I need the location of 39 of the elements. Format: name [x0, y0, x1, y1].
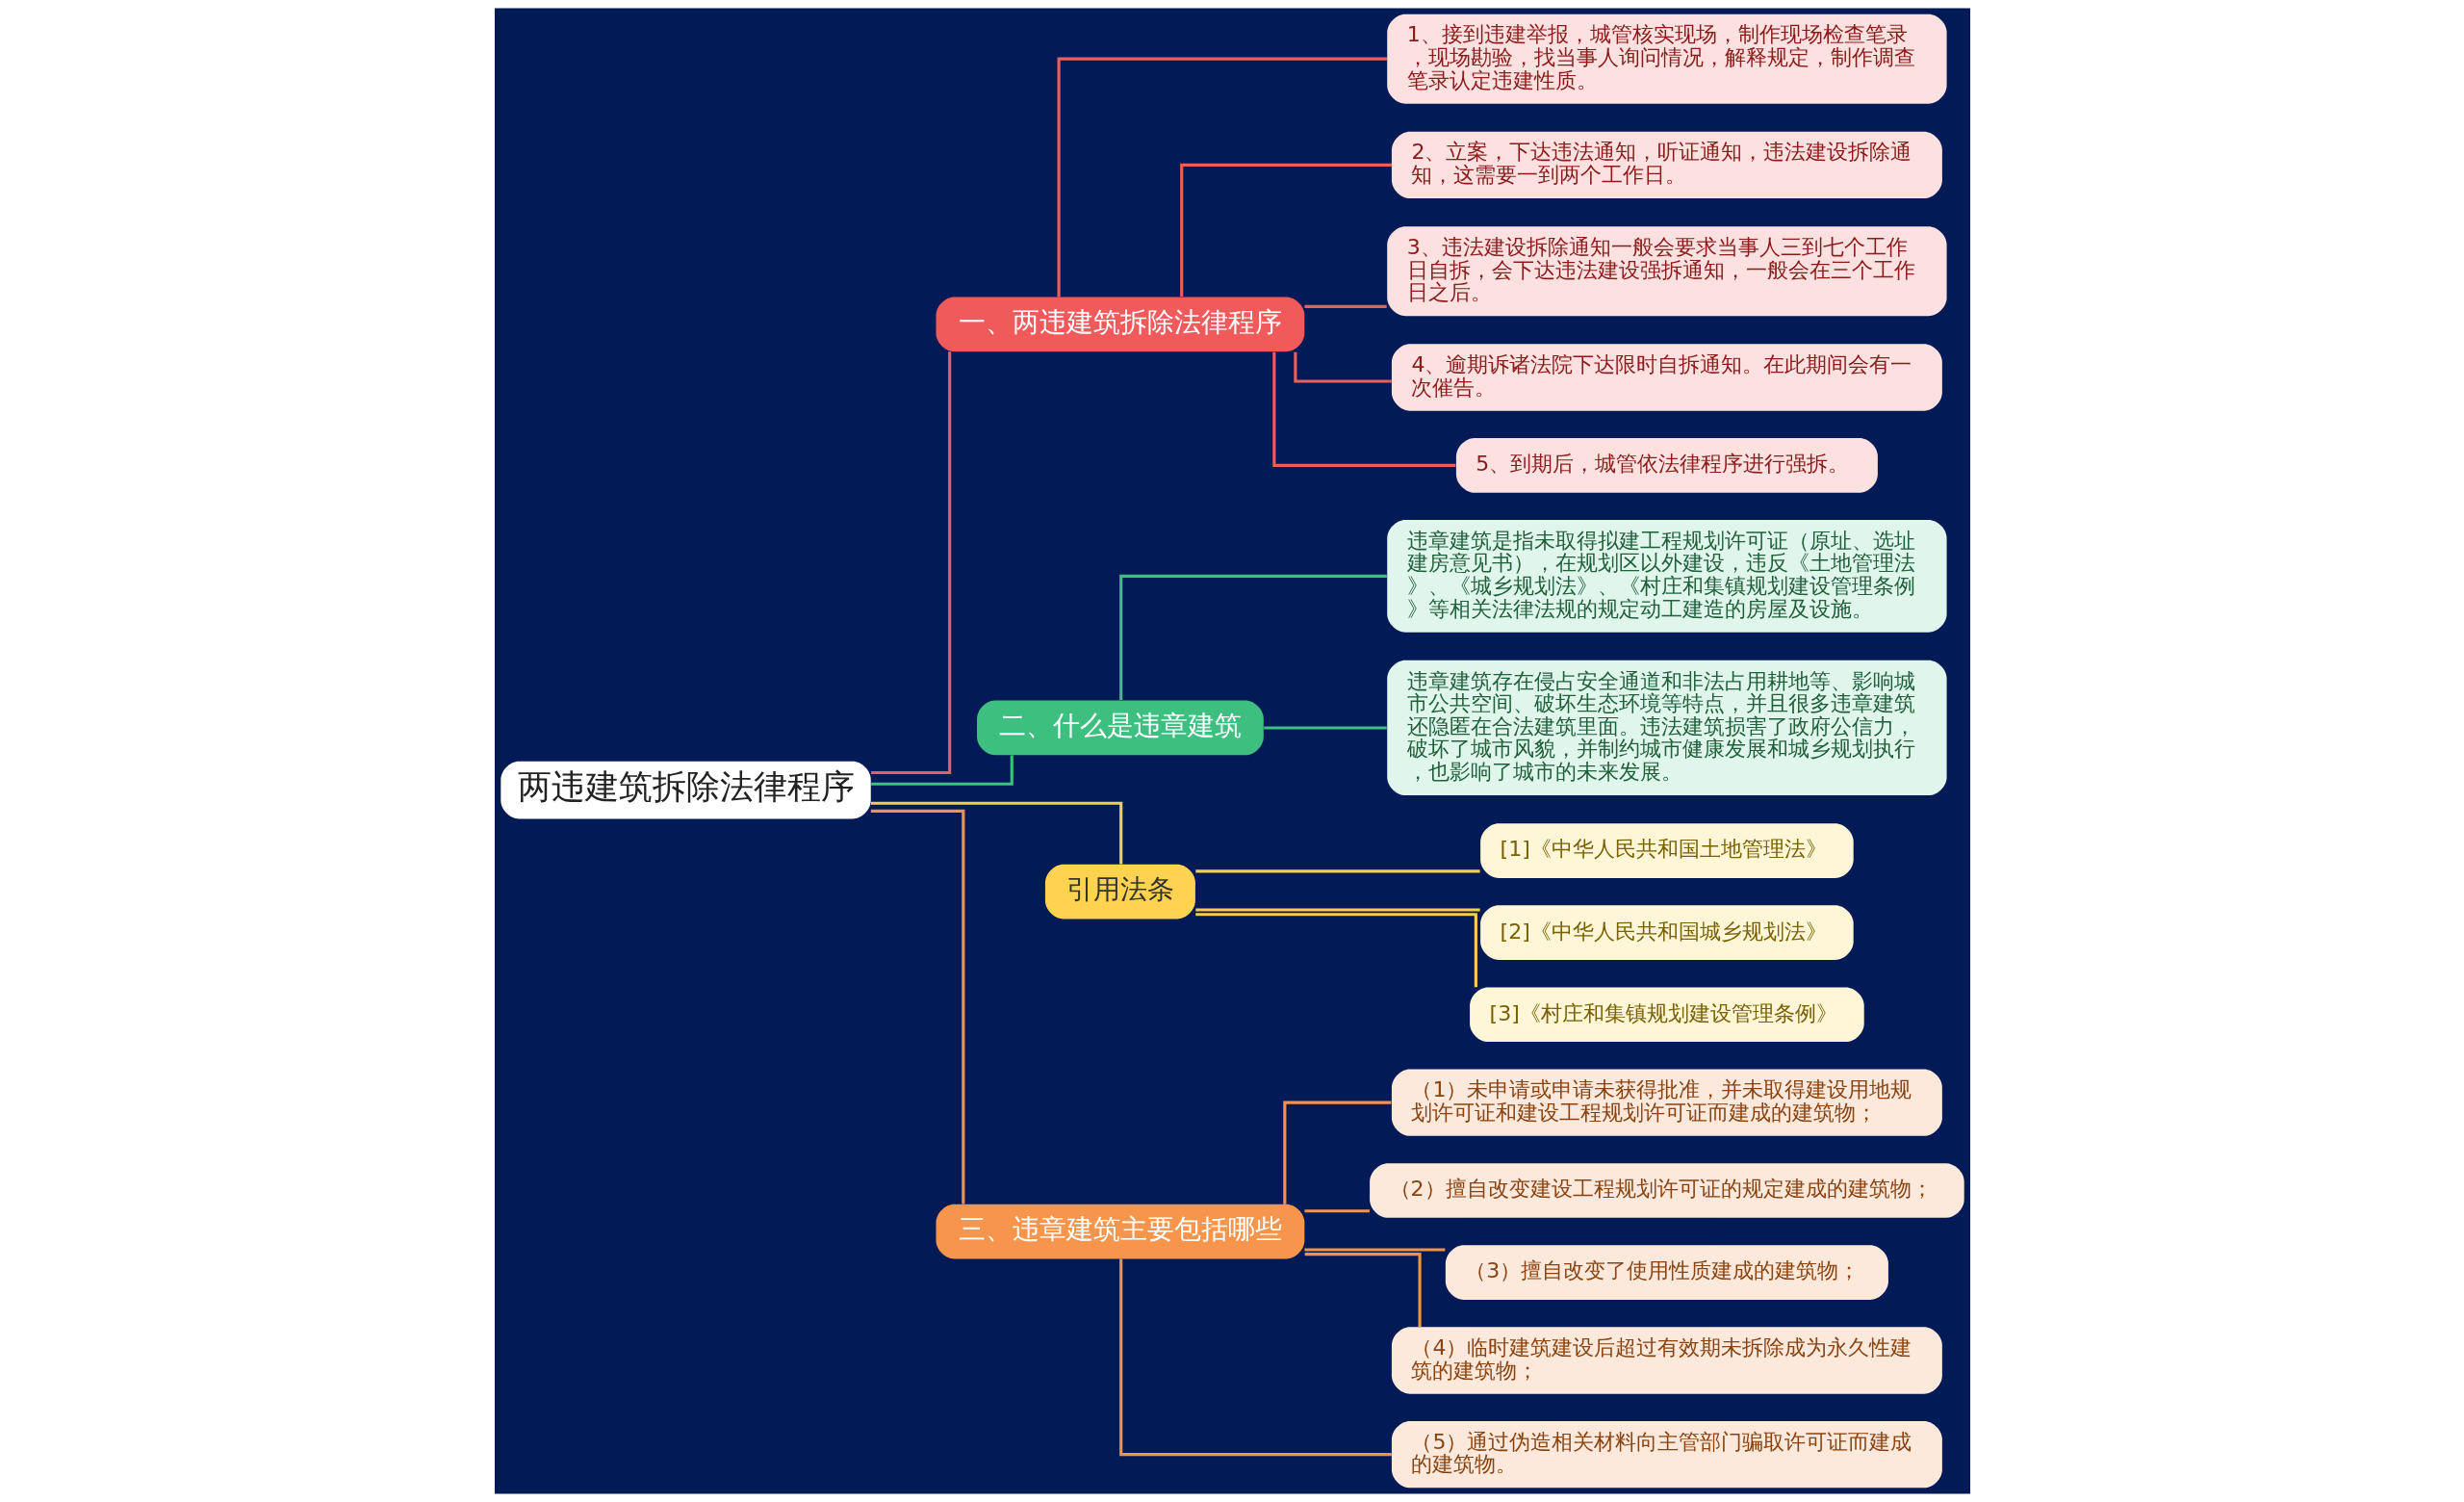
node-box: [3]《村庄和集镇规划建设管理条例》 — [1469, 987, 1864, 1043]
node-box: 三、违章建筑主要包括哪些 — [936, 1204, 1304, 1259]
node-box: 3、违法建设拆除通知一般会要求当事人三到七个工作日自拆，会下达违法建设强拆通知，一般会在三个工作日之后。 — [1386, 226, 1947, 317]
connector — [1118, 1258, 1392, 1457]
connector — [1303, 304, 1387, 308]
node-box: 5、到期后，城管依法律程序进行强拆。 — [1455, 438, 1878, 493]
connector — [1293, 351, 1392, 383]
node-box: （5）通过伪造相关材料向主管部门骗取许可证而建成的建筑物。 — [1391, 1421, 1942, 1489]
connector — [1303, 1248, 1445, 1252]
node-box: [2]《中华人民共和国城乡规划法》 — [1479, 905, 1854, 961]
connector — [1194, 869, 1480, 873]
node-box: 违章建筑存在侵占安全通道和非法占用耕地等、影响城市公共空间、破坏生态环境等特点，并且很多违章建筑还隐匿在合法建筑里面。违法建筑损害了政府公信力，破坏了城市风貌，并制约城市健康发展和城乡规划执行，也影响了城市的未来发展。 — [1386, 660, 1947, 796]
node-box: 一、两违建筑拆除法律程序 — [936, 297, 1304, 352]
connector — [1194, 908, 1480, 912]
connector — [870, 351, 951, 775]
node-box: 二、什么是违章建筑 — [976, 700, 1264, 756]
connector — [1303, 1209, 1370, 1213]
node-box: 1、接到违建举报，城管核实现场，制作现场检查笔录，现场勘验，找当事人询问情况，解释规定，制作调查笔录认定违建性质。 — [1386, 13, 1947, 104]
node-box: 4、逾期诉诸法院下达限时自拆通知。在此期间会有一次催告。 — [1391, 344, 1942, 411]
connector — [870, 755, 1014, 786]
connector — [870, 801, 1122, 865]
connector — [1194, 913, 1477, 988]
connector — [1304, 1253, 1422, 1328]
connector — [1263, 726, 1387, 730]
node-box: 引用法条 — [1044, 864, 1195, 919]
node-box: （3）擅自改变了使用性质建成的建筑物； — [1445, 1245, 1888, 1300]
node-box: 2、立案，下达违法通知，听证通知，违法建设拆除通知，这需要一到两个工作日。 — [1391, 131, 1942, 199]
connector — [870, 809, 964, 1204]
node-box: [1]《中华人民共和国土地管理法》 — [1479, 823, 1854, 878]
node-box: 违章建筑是指未取得拟建工程规划许可证（原址、选址建房意见书），在规划区以外建设，违反《土地管理法》、《城乡规划法》、《村庄和集镇规划建设管理条例》等相关法律法规的规定动工建造的房屋及设施。 — [1386, 520, 1947, 633]
node-box: 两违建筑拆除法律程序 — [500, 761, 871, 819]
connector — [1282, 1101, 1391, 1204]
connector — [1118, 574, 1387, 701]
connector — [1057, 57, 1387, 298]
connector — [1271, 351, 1455, 467]
node-box: （2）擅自改变建设工程规划许可证的规定建成的建筑物； — [1369, 1163, 1964, 1218]
connector — [1179, 163, 1392, 298]
node-box: （4）临时建筑建设后超过有效期未拆除成为永久性建筑的建筑物； — [1391, 1327, 1942, 1394]
node-box: （1）未申请或申请未获得批准，并未取得建设用地规划许可证和建设工程规划许可证而建成的建筑物； — [1391, 1069, 1942, 1136]
